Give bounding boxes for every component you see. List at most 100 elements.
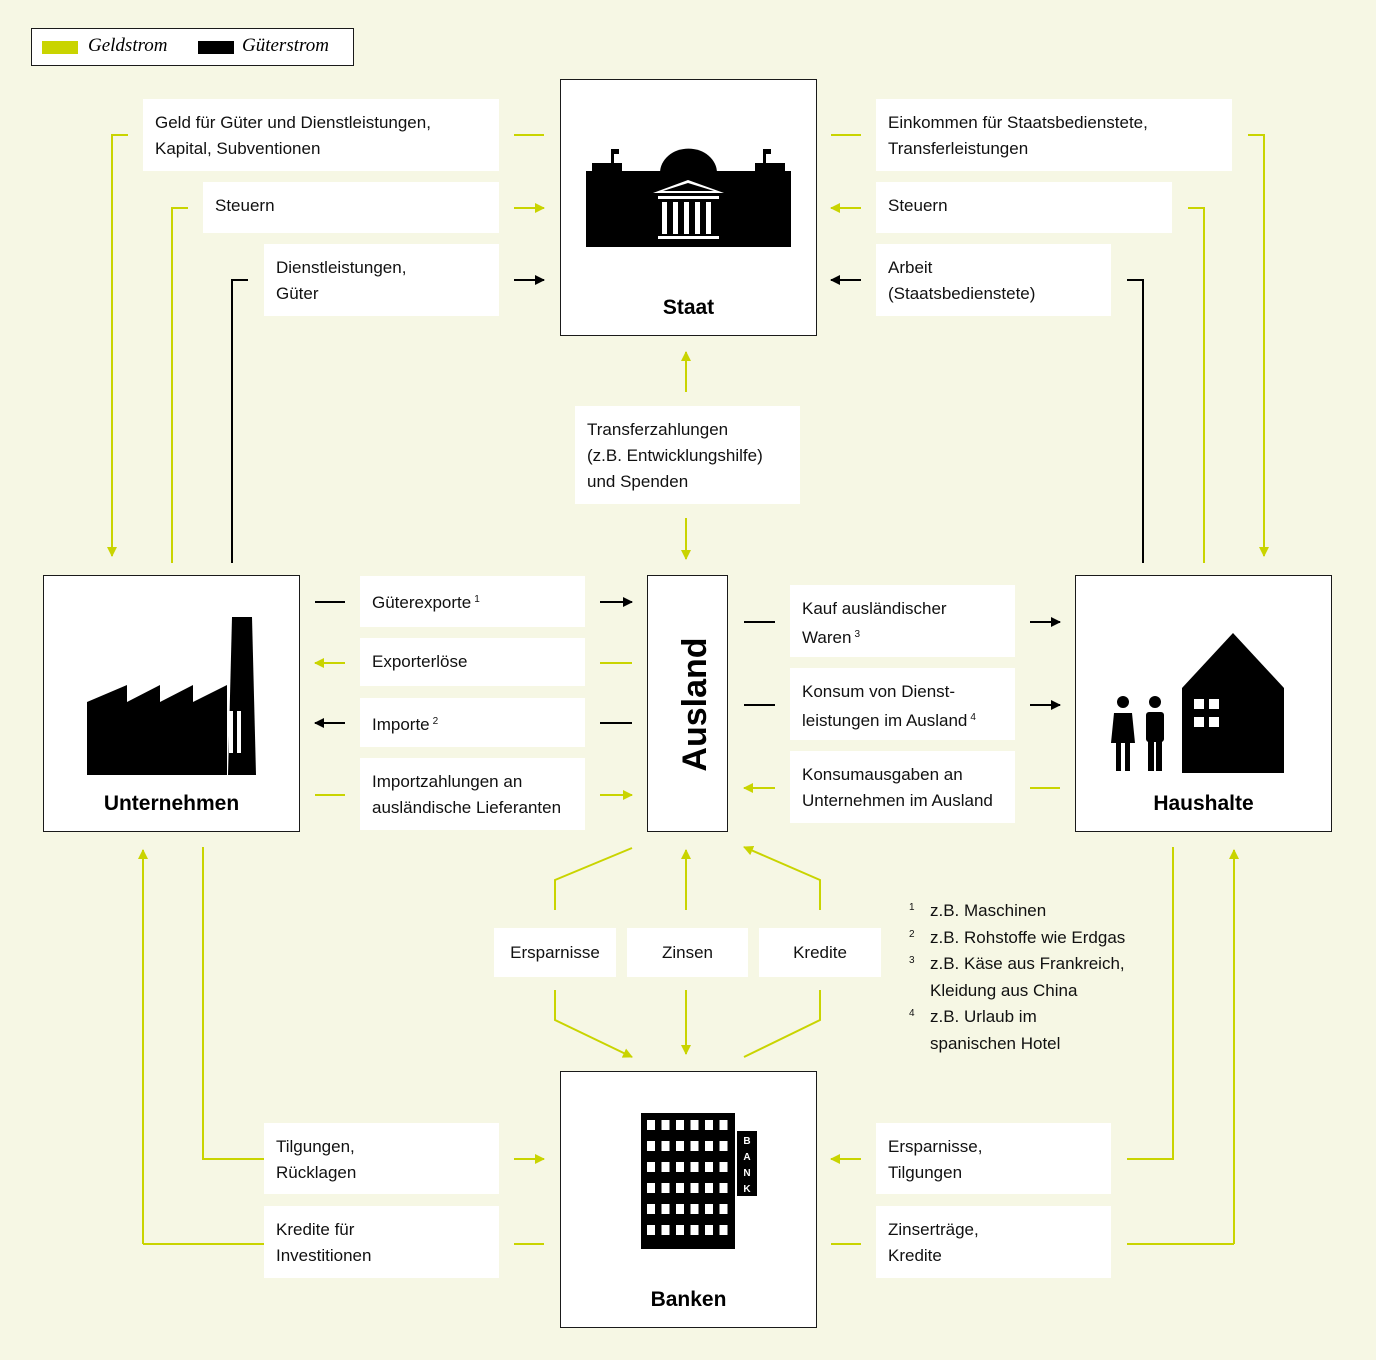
factory-icon [87,617,256,775]
label-line: Kapital, Subventionen [155,139,321,158]
family-house-icon [1111,633,1284,773]
footnote-ref: 4 [970,712,976,723]
label-line: Güter [276,284,319,303]
footnote-number: 2 [909,928,915,940]
abroad-title: Ausland [675,637,714,772]
label-line: Transferleistungen [888,139,1029,158]
label-export-revenue: Exporterlöse [360,638,585,686]
wire-credits [743,845,821,910]
banks-node: B A N K Banken [560,1071,817,1328]
label-line: (z.B. Entwicklungshilfe) [587,446,763,465]
wire-companies-state-money [107,134,128,557]
label-money-for-goods: Geld für Güter und Dienstleistungen, Kap… [143,99,499,171]
label-line: Transferzahlungen [587,420,729,439]
legend-goods-label: Güterstrom [242,35,329,56]
label-investment-credits: Kredite für Investitionen [264,1206,499,1278]
label-line: Steuern [888,196,948,215]
government-building-icon [586,148,791,247]
footnote-number: 3 [909,955,915,966]
footnote: 1 z.B. Maschinen [909,898,1125,925]
label-line: Kredite [888,1246,942,1265]
label-line: Geld für Güter und Dienstleistungen, [155,113,431,132]
state-title: Staat [662,296,715,319]
footnote-ref: 2 [432,716,439,727]
label-foreign-consumption: Konsumausgaben an Unternehmen im Ausland [790,751,1015,823]
label-text: Importe [372,715,430,734]
footnote-text: z.B. Urlaub im [930,1007,1037,1026]
label-labour: Arbeit (Staatsbedienstete) [876,244,1111,316]
bank-sign-letter: K [743,1184,751,1195]
wire-companies-taxes [171,207,188,563]
label-line: Konsumausgaben an [802,765,963,784]
label-text: leistungen im Ausland [802,711,968,730]
label-line: Rücklagen [276,1163,357,1182]
footnote: 2 z.B. Rohstoffe wie Erdgas [909,925,1125,952]
label-text: Kredite [793,942,847,962]
state-node: Staat [560,79,817,336]
footnotes: 1 z.B. Maschinen 2 z.B. Rohstoffe wie Er… [909,898,1125,1057]
label-text: Güterexporte [372,593,472,612]
label-line: Ersparnisse, [888,1137,983,1156]
label-transfers: Transferzahlungen (z.B. Entwicklungshilf… [575,406,800,504]
label-line: Tilgungen, [276,1137,355,1156]
footnote-ref: 1 [474,594,480,605]
footnote-number: 1 [909,902,915,913]
money-flow-swatch [42,41,78,54]
bank-sign-letter: N [743,1168,750,1179]
footnote: 3 z.B. Käse aus Frankreich, Kleidung aus… [909,951,1125,1004]
label-line: (Staatsbedienstete) [888,284,1036,303]
footnote-number: 4 [909,1008,915,1019]
label-text: Zinsen [661,942,714,962]
footnote-ref: 3 [854,629,861,640]
label-line: Tilgungen [888,1163,963,1182]
households-title: Haushalte [1153,792,1254,815]
label-repayments: Tilgungen, Rücklagen [264,1123,499,1194]
legend-money-label: Geldstrom [88,35,168,56]
label-line: Arbeit [888,258,933,277]
label-line: Zinserträge, [888,1220,979,1239]
label-line: Investitionen [276,1246,372,1265]
label-text: Ersparnisse [510,942,600,962]
label-interest-income: Zinserträge, Kredite [876,1206,1111,1278]
label-line: Einkommen für Staatsbedienstete, [888,113,1148,132]
label-text: Waren [802,628,852,647]
households-node: Haushalte [1075,575,1332,832]
companies-title: Unternehmen [103,792,240,815]
wire-state-income [1248,134,1269,557]
footnote-text: z.B. Rohstoffe wie Erdgas [930,927,1126,947]
bank-building-icon: B A N K [641,1113,757,1249]
label-savings: Ersparnisse [494,928,616,977]
footnote-text: z.B. Käse aus Frankreich, [930,954,1125,973]
bank-sign-letter: A [743,1152,750,1163]
label-line: Unternehmen im Ausland [802,791,993,810]
label-line: Konsum von Dienst- [802,682,956,701]
wire-companies-services [231,279,248,563]
label-import-payments: Importzahlungen an ausländische Lieferan… [360,758,585,830]
footnote-text: spanischen Hotel [930,1033,1061,1053]
label-line: Kredite für [276,1220,355,1239]
label-line: Exporterlöse [372,652,468,671]
companies-node: Unternehmen [43,575,300,832]
label-line: und Spenden [587,472,689,491]
label-services-goods: Dienstleistungen, Güter [264,244,499,316]
label-state-income: Einkommen für Staatsbedienstete, Transfe… [876,99,1232,171]
footnote-text: Kleidung aus China [930,980,1078,1000]
label-foreign-services: Konsum von Dienst- leistungen im Ausland… [790,668,1015,740]
wire-households-taxes [1188,207,1205,563]
label-household-taxes: Steuern [876,182,1172,233]
goods-flow-swatch [198,41,234,54]
legend: Geldstrom Güterstrom [31,28,354,66]
banks-title: Banken [650,1288,727,1311]
label-household-savings: Ersparnisse, Tilgungen [876,1123,1111,1194]
abroad-node: Ausland [647,575,728,832]
label-credits: Kredite [759,928,881,977]
footnote: 4 z.B. Urlaub im spanischen Hotel [909,1004,1125,1057]
bank-sign-letter: B [743,1136,750,1147]
